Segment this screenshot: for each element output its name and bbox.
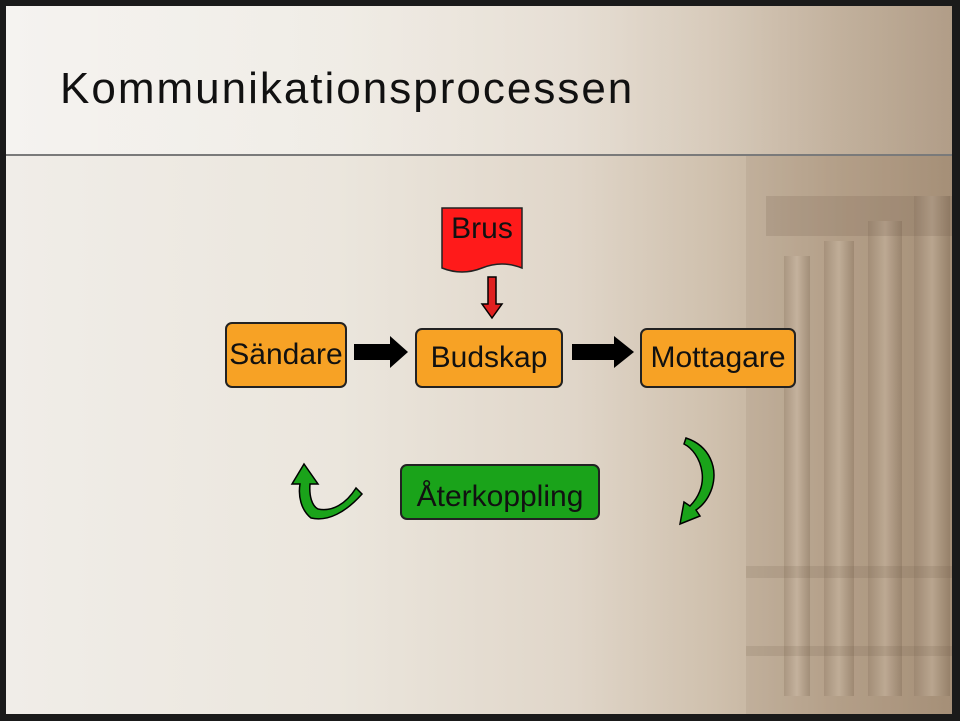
arrows-layer	[290, 276, 715, 526]
receiver-label: Mottagare	[650, 341, 786, 374]
feedback-label: Återkoppling	[416, 480, 584, 513]
message-label: Budskap	[430, 341, 548, 374]
sender-to-message-arrow	[354, 336, 408, 368]
message-box: Budskap	[415, 328, 563, 388]
title-divider	[6, 154, 952, 156]
noise-label: Brus	[451, 212, 513, 245]
slide-title: Kommunikationsprocessen	[60, 64, 635, 113]
sender-label: Sändare	[229, 338, 343, 371]
receiver-box: Mottagare	[640, 328, 796, 388]
background-columns	[746, 156, 952, 714]
sender-box: Sändare	[225, 322, 347, 388]
slide: Kommunikationsprocessen Brus Sändare Bud…	[6, 6, 952, 714]
noise-arrow	[480, 276, 504, 320]
feedback-left-arrow	[290, 462, 364, 520]
title-band	[6, 6, 952, 156]
feedback-right-arrow	[679, 437, 715, 526]
noise-shape	[441, 207, 523, 273]
message-to-receiver-arrow	[572, 336, 634, 368]
feedback-box: Återkoppling	[400, 464, 600, 520]
